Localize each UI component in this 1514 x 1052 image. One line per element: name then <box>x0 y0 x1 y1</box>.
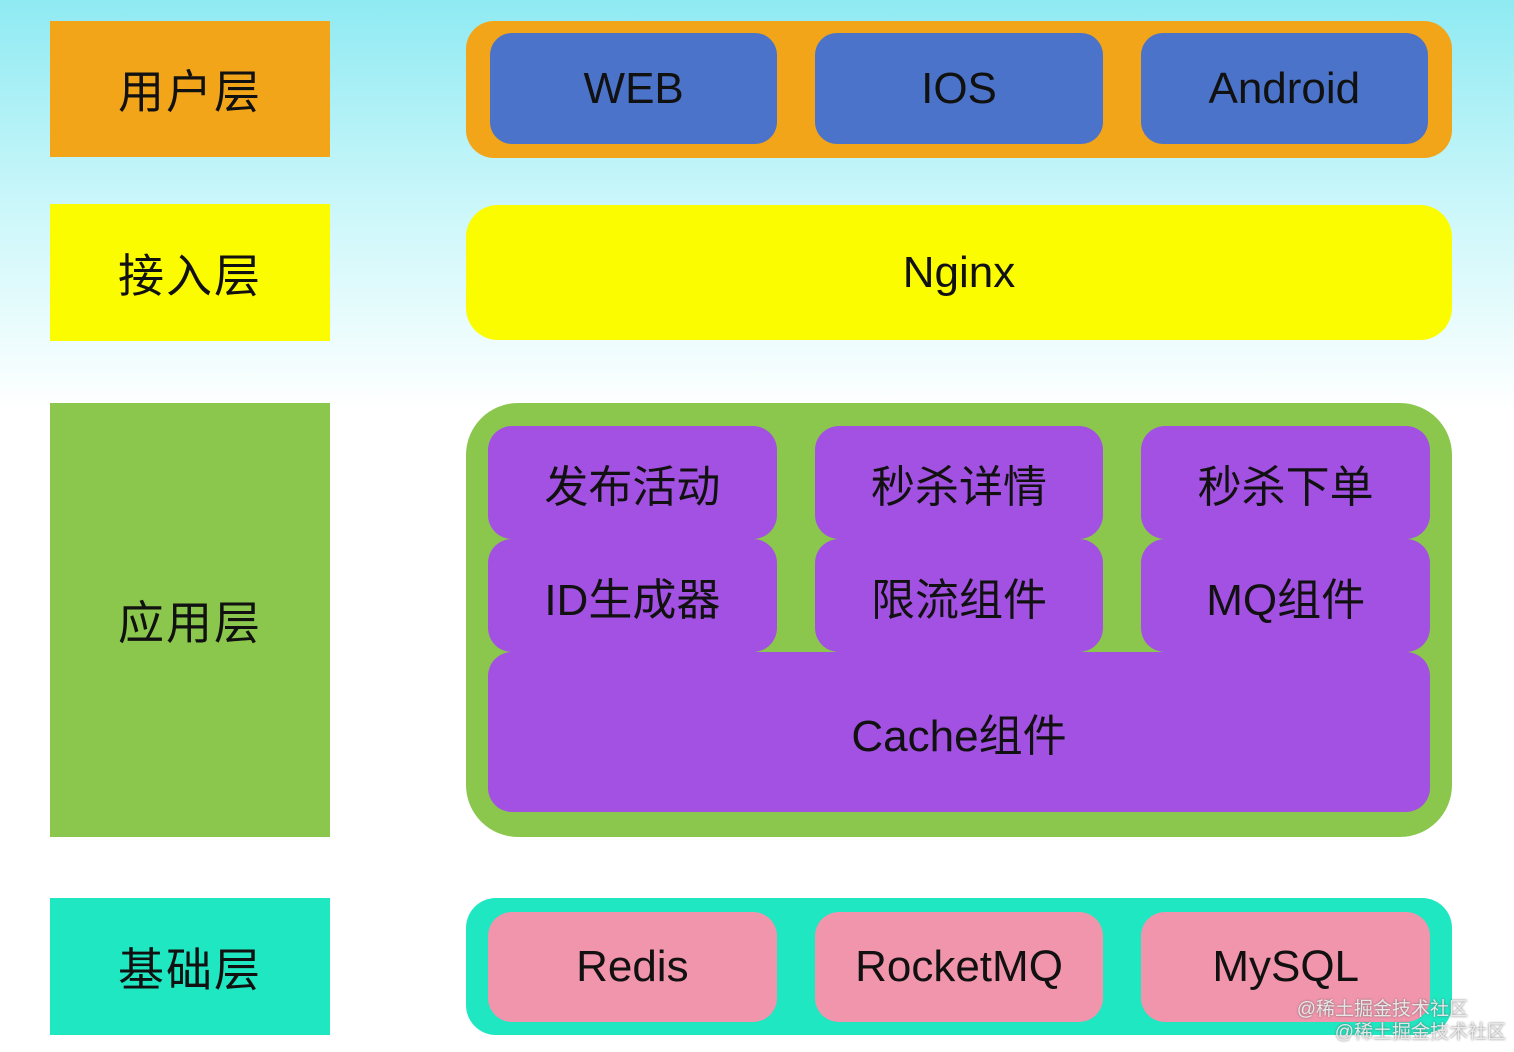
node-web-text: WEB <box>583 63 684 113</box>
node-cache-component: Cache组件 <box>488 652 1430 812</box>
node-rate-limiter: 限流组件 <box>814 539 1104 652</box>
node-cache-component-text: Cache组件 <box>851 712 1067 761</box>
watermark-line-1: @稀土掘金技术社区 <box>1296 999 1468 1020</box>
layer-label-application-text: 应用层 <box>118 597 262 649</box>
node-web: WEB <box>490 33 778 144</box>
node-seckill-detail: 秒杀详情 <box>814 426 1104 539</box>
layer-label-user: 用户层 <box>50 21 330 157</box>
node-android: Android <box>1140 33 1428 144</box>
node-mysql: MySQL <box>1141 912 1431 1022</box>
node-mq-component: MQ组件 <box>1141 539 1431 652</box>
node-redis: Redis <box>488 912 777 1022</box>
node-rocketmq: RocketMQ <box>814 912 1104 1022</box>
layer-label-user-text: 用户层 <box>118 66 262 118</box>
node-publish-activity: 发布活动 <box>488 426 777 539</box>
node-mq-component-text: MQ组件 <box>1206 575 1366 625</box>
node-nginx-text: Nginx <box>902 247 1016 297</box>
infrastructure-layer-container: Redis RocketMQ MySQL <box>466 898 1452 1035</box>
access-layer-container: Nginx <box>466 205 1452 340</box>
layer-label-infrastructure-text: 基础层 <box>118 943 262 996</box>
application-layer-container: 发布活动 秒杀详情 秒杀下单 ID生成器 限流组件 MQ组件 Cache组件 <box>466 403 1452 837</box>
node-seckill-order: 秒杀下单 <box>1141 426 1431 539</box>
layer-label-access: 接入层 <box>50 204 330 341</box>
node-id-generator-text: ID生成器 <box>544 575 721 625</box>
node-android-text: Android <box>1208 63 1361 113</box>
node-seckill-detail-text: 秒杀详情 <box>871 462 1047 512</box>
node-seckill-order-text: 秒杀下单 <box>1197 462 1374 512</box>
node-ios: IOS <box>815 33 1103 144</box>
node-rocketmq-text: RocketMQ <box>855 942 1063 991</box>
layer-label-application: 应用层 <box>50 403 330 837</box>
node-redis-text: Redis <box>576 942 689 991</box>
node-rate-limiter-text: 限流组件 <box>871 575 1047 625</box>
user-layer-container: WEB IOS Android <box>466 21 1452 158</box>
layer-label-access-text: 接入层 <box>118 249 262 302</box>
application-row-2: ID生成器 限流组件 MQ组件 <box>488 539 1431 652</box>
node-id-generator: ID生成器 <box>488 539 777 652</box>
application-row-1: 发布活动 秒杀详情 秒杀下单 <box>488 426 1431 539</box>
layer-label-infrastructure: 基础层 <box>50 898 330 1035</box>
node-ios-text: IOS <box>921 63 997 113</box>
node-mysql-text: MySQL <box>1212 942 1360 991</box>
watermark-line-2: @稀土掘金技术社区 <box>1334 1022 1506 1043</box>
node-publish-activity-text: 发布活动 <box>544 462 721 512</box>
